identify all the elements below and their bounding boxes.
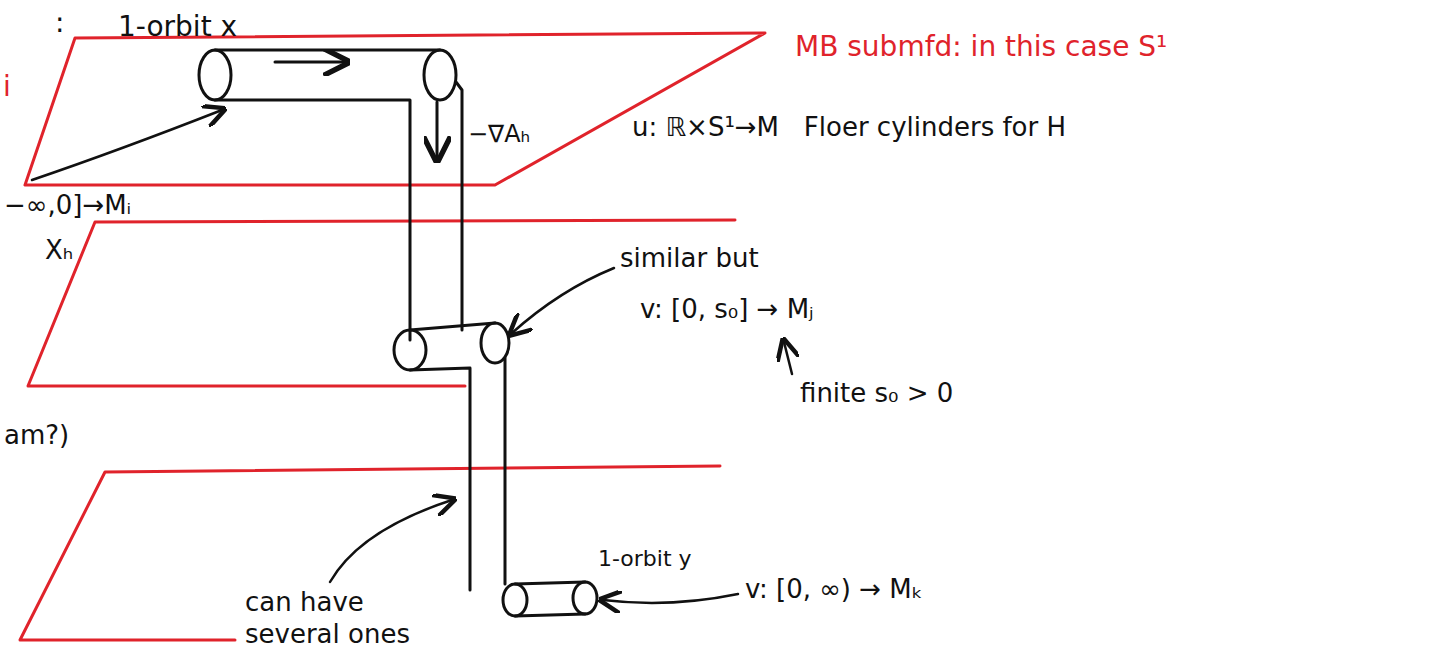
half-flow: v: [0, ∞) → Mₖ bbox=[745, 574, 923, 605]
several-note: can have several ones bbox=[245, 586, 445, 650]
colon-mark: : bbox=[55, 6, 64, 40]
flow-domain: −∞,0]→Mᵢ bbox=[4, 190, 131, 221]
floer-note: u: ℝ×S¹→M Floer cylinders for H bbox=[632, 112, 1066, 143]
floer-cylinders bbox=[199, 50, 597, 616]
similar-note: similar but bbox=[620, 243, 759, 274]
vector-field: Xₕ bbox=[45, 235, 73, 266]
plane-bottom bbox=[20, 466, 720, 640]
mb-note: MB submfd: in this case S¹ bbox=[795, 30, 1167, 64]
cut-note: am?) bbox=[4, 420, 69, 451]
orbit-label: 1-orbit x bbox=[118, 10, 237, 44]
gradient-label: −∇Aₕ bbox=[468, 120, 530, 149]
manifold-index: i bbox=[3, 70, 11, 104]
plane-top bbox=[25, 33, 765, 185]
finite-note: finite s₀ > 0 bbox=[800, 378, 953, 409]
finite-flow: v: [0, s₀] → Mⱼ bbox=[640, 294, 814, 325]
orbit-label: 1-orbit y bbox=[598, 546, 692, 572]
gradient-arrow bbox=[436, 102, 439, 158]
leader-lines bbox=[32, 110, 792, 603]
orbit-arrow bbox=[275, 61, 345, 64]
